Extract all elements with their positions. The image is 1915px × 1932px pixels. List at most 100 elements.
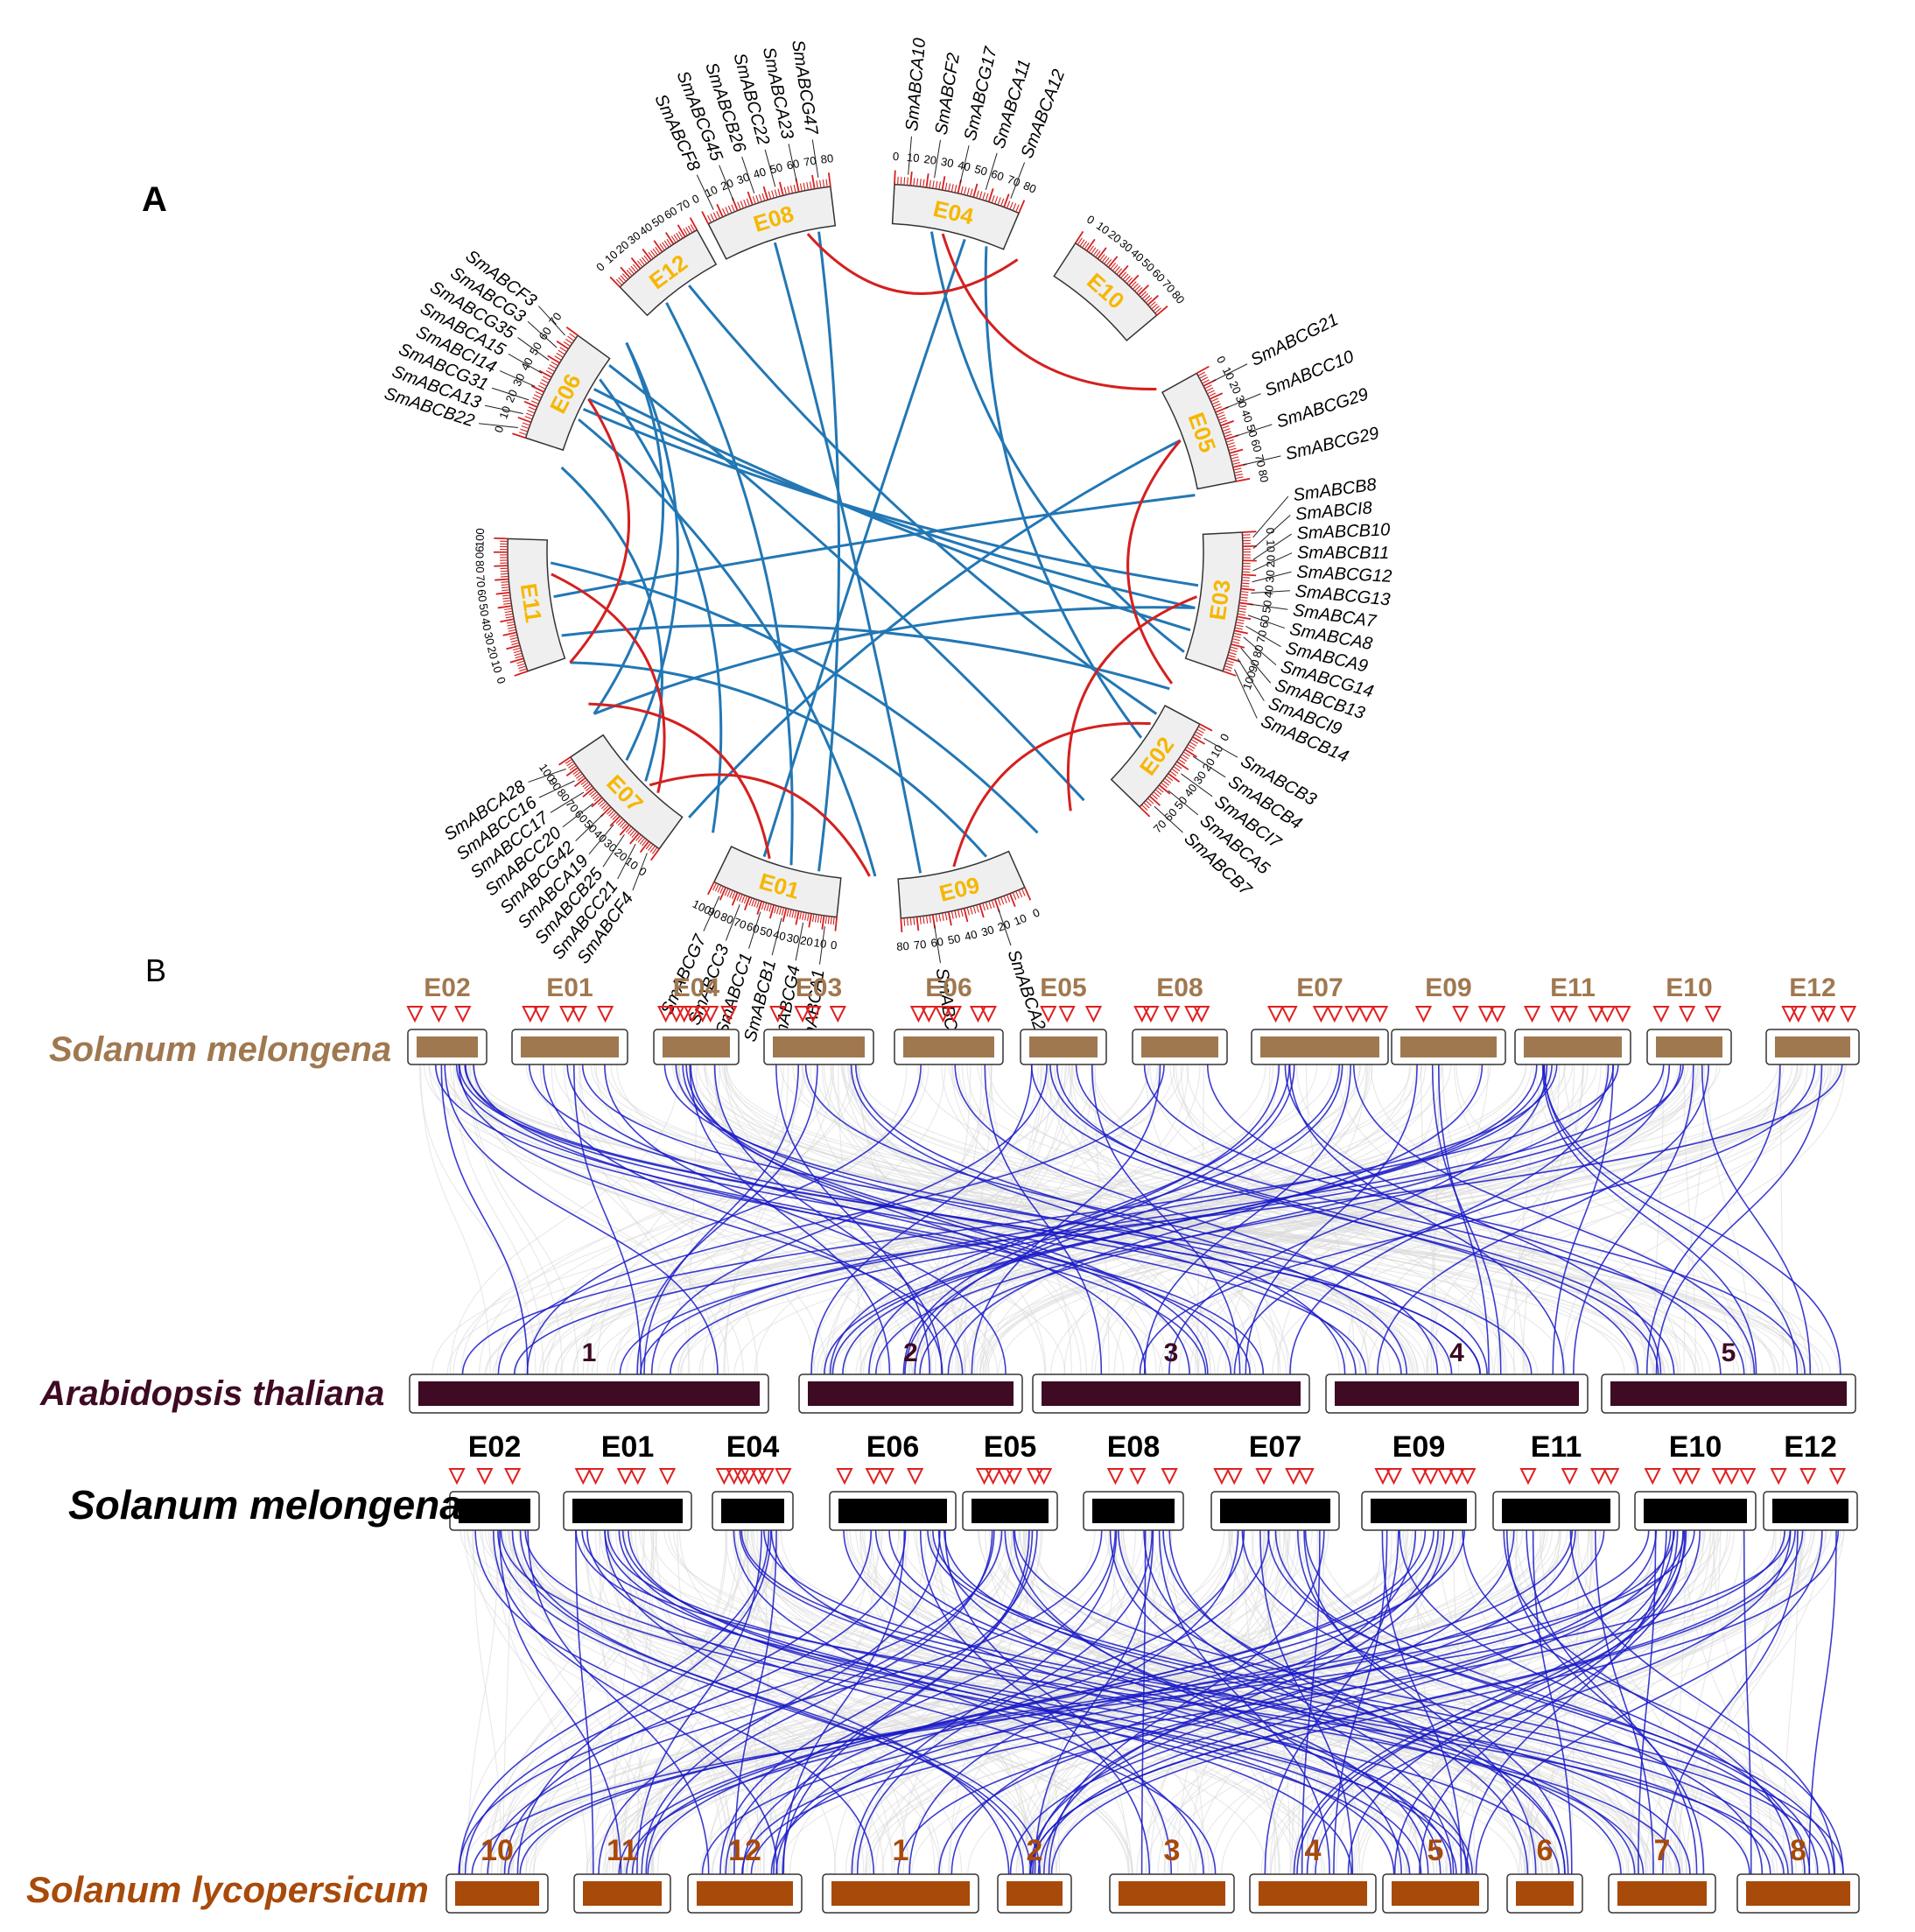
scale-tick [756, 901, 763, 915]
scale-tick [768, 904, 775, 919]
scale-tick [610, 811, 617, 818]
scale-tick-label: 20 [799, 933, 814, 948]
scale-tick [817, 914, 820, 924]
background-link [610, 1064, 1414, 1375]
syntenic-link [773, 1529, 1034, 1875]
gene-leader-line [517, 337, 550, 361]
background-link [828, 1064, 993, 1375]
scale-tick [645, 842, 652, 850]
scale-tick [744, 896, 751, 911]
scale-tick [629, 833, 640, 845]
scale-tick [547, 367, 556, 372]
panel-a-label: A [142, 180, 167, 219]
scale-tick [535, 390, 544, 396]
scale-tick-label: 50 [768, 160, 784, 176]
gene-position-marker [715, 1468, 733, 1486]
chromosome-label: 4 [1305, 1834, 1322, 1867]
gene-position-marker [1678, 1006, 1696, 1023]
scale-tick [786, 909, 789, 917]
scale-tick [629, 829, 635, 837]
scale-tick [507, 623, 516, 627]
gene-leader-line [934, 924, 941, 964]
scale-tick [1219, 419, 1228, 424]
scale-tick [915, 178, 919, 186]
gene-leader-line [934, 139, 941, 179]
gene-position-marker [1523, 1006, 1541, 1023]
background-link [1251, 1529, 1543, 1875]
scale-tick [569, 765, 577, 771]
scale-tick [631, 831, 638, 839]
scale-tick [1224, 663, 1233, 666]
scale-tick [502, 597, 511, 600]
scale-tick [574, 771, 582, 777]
chromosome-bar [838, 1499, 947, 1523]
chromosome-bar [1656, 1036, 1722, 1057]
scale-tick [919, 916, 922, 924]
gene-position-marker [769, 1006, 787, 1023]
scale-tick [707, 882, 715, 896]
syntenic-link [1552, 1064, 1614, 1375]
chromosome-bar [521, 1036, 619, 1057]
gene-leader-line [795, 922, 804, 961]
gene-leader-line [719, 165, 734, 201]
scale-tick [519, 432, 527, 436]
scale-tick [982, 192, 986, 200]
background-link [1493, 1064, 1808, 1375]
syntenic-link [516, 1529, 772, 1875]
gene-position-marker [1561, 1006, 1579, 1023]
gene-position-marker [996, 1468, 1014, 1486]
scale-tick [941, 912, 944, 921]
segmental-duplication-link [553, 494, 1196, 599]
scale-tick [525, 412, 534, 417]
scale-tick [513, 650, 522, 654]
gene-position-marker [920, 1006, 937, 1023]
scale-tick-label: 0 [1264, 527, 1277, 534]
gene-position-marker [1344, 1006, 1362, 1023]
chromosome-5: 5 [1382, 1834, 1489, 1914]
background-link [460, 1064, 833, 1375]
segmental-duplication-link [570, 661, 988, 858]
gene-leader-line [959, 145, 970, 184]
chromosome-label: E02 [468, 1430, 522, 1464]
gene-position-marker [1799, 1468, 1817, 1486]
syntenic-link [1037, 1529, 1672, 1875]
scale-tick [609, 276, 621, 288]
gene-position-marker [448, 1468, 466, 1486]
syntenic-link [1004, 1529, 1429, 1875]
scale-tick [806, 182, 810, 191]
syntenic-link [1162, 1529, 1566, 1875]
chromosome-block [1184, 531, 1244, 672]
gene-position-marker [934, 1006, 952, 1023]
chromosome-label: 10 [481, 1834, 514, 1867]
scale-tick [1141, 804, 1148, 811]
syntenic-link [581, 1529, 1785, 1875]
chromosome-label: E04 [673, 973, 720, 1002]
scale-tick [666, 238, 672, 246]
scale-tick [751, 898, 755, 907]
scale-tick [919, 179, 922, 187]
gene-position-marker [454, 1006, 472, 1023]
scale-tick [950, 910, 954, 919]
scale-tick [1153, 305, 1160, 312]
background-link [621, 1529, 742, 1875]
background-link [480, 1529, 1404, 1875]
syntenic-link [461, 1064, 1619, 1375]
background-link [612, 1529, 632, 1875]
scale-tick [1235, 624, 1244, 628]
scale-tick [960, 909, 964, 917]
scale-tick [775, 906, 780, 915]
background-link [466, 1529, 1131, 1875]
scale-tick [925, 173, 929, 188]
scale-tick [670, 235, 677, 243]
gene-position-marker [1133, 1006, 1151, 1023]
scale-tick [1199, 723, 1213, 732]
scale-tick [756, 900, 760, 909]
chromosome-name: E03 [1204, 578, 1236, 622]
syntenic-link [636, 1529, 763, 1875]
scale-tick [1161, 782, 1168, 789]
scale-tick [966, 187, 970, 196]
scale-tick [1140, 291, 1147, 298]
syntenic-link [1304, 1529, 1819, 1875]
background-link [623, 1529, 653, 1875]
gene-position-marker [1598, 1006, 1617, 1023]
